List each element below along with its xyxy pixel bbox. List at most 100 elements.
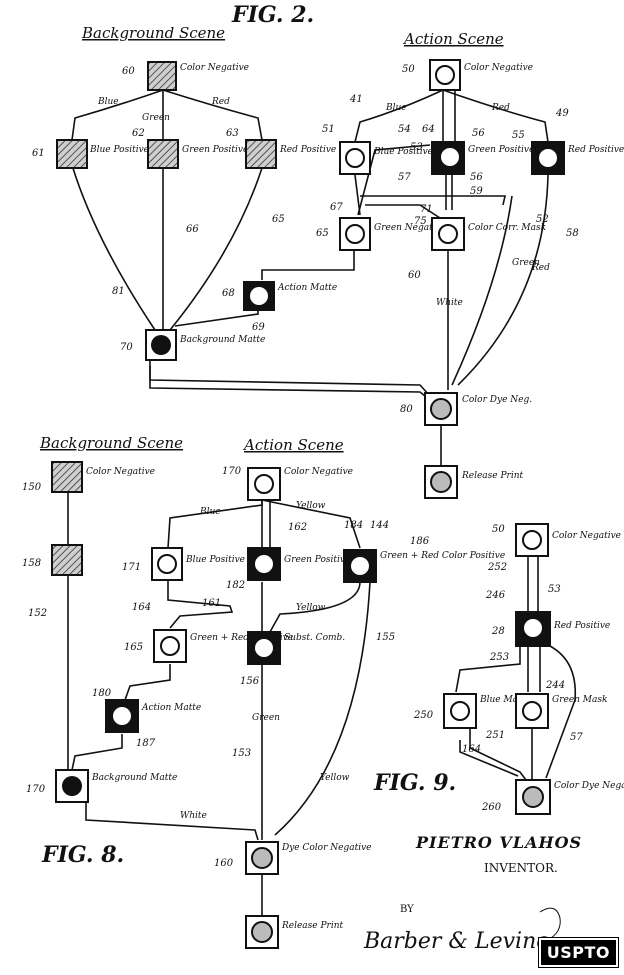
fig2-node-dye-neg: 80 Color Dye Neg. [400,392,532,426]
wire-label: Green [252,713,280,723]
wire-label: Green [512,258,540,268]
node-label: Action Matte [277,283,337,293]
fig9-node-n-red: 28 Red Positive [491,611,610,647]
node-number: 250 [413,710,434,721]
node-label: Color Negative [552,531,621,541]
node-number: 62 [132,128,145,139]
node-number: 165 [124,642,143,653]
ref-number: 67 [330,202,343,213]
node-number: 60 [122,66,135,77]
ref-number: 161 [202,598,221,609]
ref-number: 162 [288,522,307,533]
fig8-node-a-blue: 171 Blue Positive [122,547,245,581]
fig2-reference-numbers: 41 54 64 56 49 57 56 59 71 67 75 52 58 8… [112,94,579,333]
node-label: Release Print [281,921,344,931]
fig2-node-act-blue: 51 Blue Positive [322,124,433,175]
fig9-node-n-neg: 50 Color Negative [492,523,621,557]
wire-label: Blue [385,103,407,113]
fig8-wire-labels: Blue Yellow Yellow White Green Yellow [180,501,350,821]
ref-number: 53 [548,584,561,595]
node-label: Green Mask [552,695,607,705]
node-label: Green Positive [468,145,534,155]
wire-label: Blue [97,97,119,107]
fig8-background-heading: Background Scene [39,434,183,452]
ref-number: 56 [470,172,483,183]
node-label: Background Matte [179,335,265,345]
fig2-node-bg-green: 62 Green Positive [132,128,248,169]
fig9-node-n-green: Green Mask [515,693,607,729]
node-label: Color Negative [180,63,249,73]
node-label: Color Corr. Mask [468,223,546,233]
fig2-wire-labels: Blue Green Red Blue Red Green Red White [97,97,550,308]
fig2-node-act-neg: 50 Color Negative [402,59,533,91]
wire-label: Red [211,97,230,107]
ref-number: 57 [398,172,411,183]
ref-number: 187 [136,738,156,749]
fig2-node-bg-blue: 61 Blue Positive [32,139,149,169]
ref-number: 64 [422,124,435,135]
fig9-wires [455,555,577,781]
fig9-node-n-dye: 260 Color Dye Negative [481,779,624,815]
wire-label: White [436,298,463,308]
node-label: Color Negative [464,63,533,73]
node-label: Blue Positive [185,555,245,565]
node-number: 80 [400,404,413,415]
node-number: 61 [32,148,45,159]
node-number: 70 [120,342,133,353]
wire-label: Red [491,103,510,113]
fig8-node-a-green: 182 Green Positive [226,547,350,591]
node-number: 260 [481,802,502,813]
fig2-title: FIG. 2. [231,2,314,28]
node-label: Green Positive [182,145,248,155]
wire-label: Blue [199,507,221,517]
node-number: 180 [92,688,112,699]
wire-label: Yellow [296,501,326,511]
node-label: Blue Positive [373,147,433,157]
node-label: Subst. Comb. [284,633,345,643]
node-number: 156 [240,676,260,687]
node-number: 170 [222,466,242,477]
fig8-title: FIG. 8. [41,842,124,868]
ref-number: 56 [472,128,485,139]
fig2-background-heading: Background Scene [81,24,225,42]
signature-flourish [539,907,561,941]
wire-label: Yellow [296,603,326,613]
node-label: Green + Red Color Positive [380,551,505,561]
node-number: 170 [26,784,46,795]
node-number: 51 [322,124,335,135]
fig2-wires [71,89,549,401]
node-number: 150 [22,482,42,493]
ref-number: 75 [414,216,427,227]
inventor-by: BY [400,904,414,915]
fig2-node-act-green: 53 Green Positive [410,141,534,175]
node-number: 171 [122,562,141,573]
fig8-node-b-matte: 170 Background Matte [26,769,177,803]
ref-number: 155 [376,632,395,643]
ref-number: 184 [344,520,363,531]
fig8-action-heading: Action Scene [242,436,344,454]
node-label: Red Positive [279,145,336,155]
node-number: 65 [316,228,329,239]
node-number: 53 [410,142,423,153]
node-label: Release Print [461,471,524,481]
node-label: Action Matte [141,703,201,713]
node-label: Blue Positive [89,145,149,155]
fig8-node-dye: 160 Dye Color Negative [214,841,372,875]
node-label: Red Positive [567,145,624,155]
ref-number: 69 [252,322,265,333]
fig8-wires [67,492,371,915]
node-number: 158 [22,558,41,569]
fig2-node-act-comb: 60 Color Corr. Mask [408,217,546,281]
fig9-node-n-blue: 250 Blue Mask [413,693,528,729]
ref-number: 81 [112,286,125,297]
fig8-node-rel: Release Print [245,915,344,949]
ref-number: 58 [566,228,579,239]
ref-number: 52 [536,214,549,225]
inventor-title: INVENTOR. [484,861,558,875]
node-label: Green + Red Negative [190,633,293,643]
node-number: 50 [492,524,505,535]
ref-number: 66 [186,224,199,235]
ref-number: 57 [570,732,583,743]
ref-number: 54 [398,124,411,135]
